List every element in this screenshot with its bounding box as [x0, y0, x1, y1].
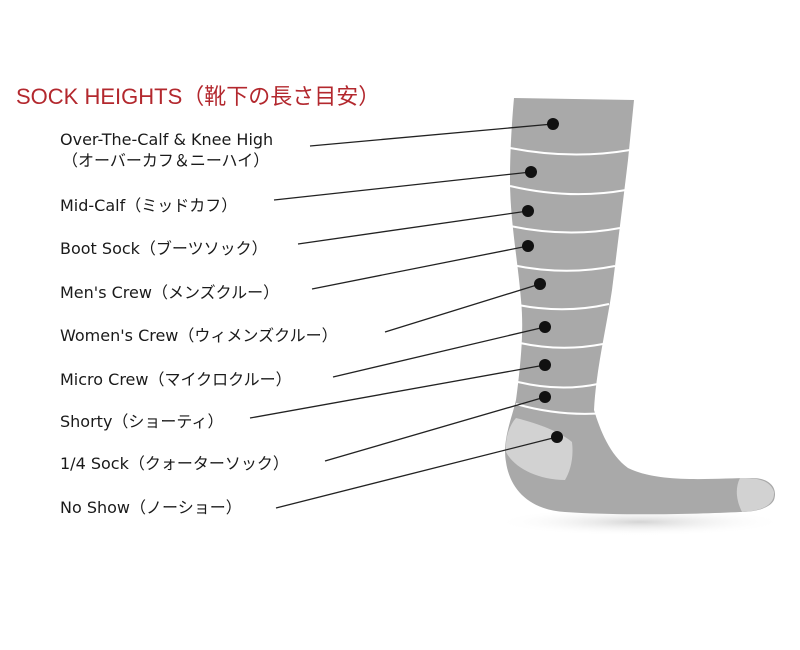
height-label: Micro Crew（マイクロクルー） — [60, 370, 292, 389]
floor-shadow — [495, 508, 785, 536]
height-entry-quarter-sock: 1/4 Sock（クォーターソック） — [60, 391, 551, 473]
leader-line — [249, 364, 546, 419]
diagram-title: SOCK HEIGHTS（靴下の長さ目安） — [16, 84, 380, 109]
height-entry-shorty: Shorty（ショーティ） — [60, 359, 551, 431]
height-entry-womens-crew: Women's Crew（ウィメンズクルー） — [60, 278, 546, 345]
height-marker — [522, 240, 534, 252]
leader-line — [275, 436, 558, 509]
band-line — [509, 185, 627, 196]
height-marker — [539, 321, 551, 333]
leader-line — [332, 326, 546, 378]
band-line — [519, 342, 604, 349]
band-line — [517, 381, 599, 389]
height-entry-over-the-calf: Over-The-Calf & Knee High （オーバーカフ＆ニーハイ） — [60, 118, 559, 170]
height-label: Women's Crew（ウィメンズクルー） — [60, 326, 338, 345]
band-line — [515, 403, 629, 415]
height-entry-no-show: No Show（ノーショー） — [60, 431, 563, 517]
sock-illustration — [505, 98, 776, 515]
height-label: No Show（ノーショー） — [60, 498, 242, 517]
height-label: 1/4 Sock（クォーターソック） — [60, 454, 289, 473]
height-entry-micro-crew: Micro Crew（マイクロクルー） — [60, 321, 551, 389]
band-line — [511, 264, 616, 272]
band-line — [517, 303, 610, 311]
height-sublabel: （オーバーカフ＆ニーハイ） — [62, 151, 269, 170]
height-entry-mid-calf: Mid-Calf（ミッドカフ） — [60, 166, 537, 215]
height-label: Over-The-Calf & Knee High — [60, 130, 273, 149]
height-marker — [539, 391, 551, 403]
leader-line — [309, 123, 554, 147]
leader-line — [324, 396, 546, 462]
leader-line — [311, 245, 529, 290]
height-entry-mens-crew: Men's Crew（メンズクルー） — [60, 240, 534, 302]
height-marker — [551, 431, 563, 443]
leader-line — [273, 171, 532, 201]
height-label: Men's Crew（メンズクルー） — [60, 283, 279, 302]
leader-line — [384, 283, 541, 333]
band-line — [509, 225, 621, 234]
height-marker — [539, 359, 551, 371]
height-marker — [534, 278, 546, 290]
height-marker — [525, 166, 537, 178]
height-entry-boot-sock: Boot Sock（ブーツソック） — [60, 205, 534, 258]
height-label: Boot Sock（ブーツソック） — [60, 239, 268, 258]
band-line — [509, 147, 631, 156]
leader-line — [297, 210, 529, 245]
height-list: Over-The-Calf & Knee High （オーバーカフ＆ニーハイ） … — [60, 118, 563, 517]
height-label: Shorty（ショーティ） — [60, 412, 223, 431]
height-marker — [522, 205, 534, 217]
height-marker — [547, 118, 559, 130]
height-bands — [509, 147, 631, 415]
height-label: Mid-Calf（ミッドカフ） — [60, 196, 237, 215]
sock-toe — [736, 478, 775, 512]
